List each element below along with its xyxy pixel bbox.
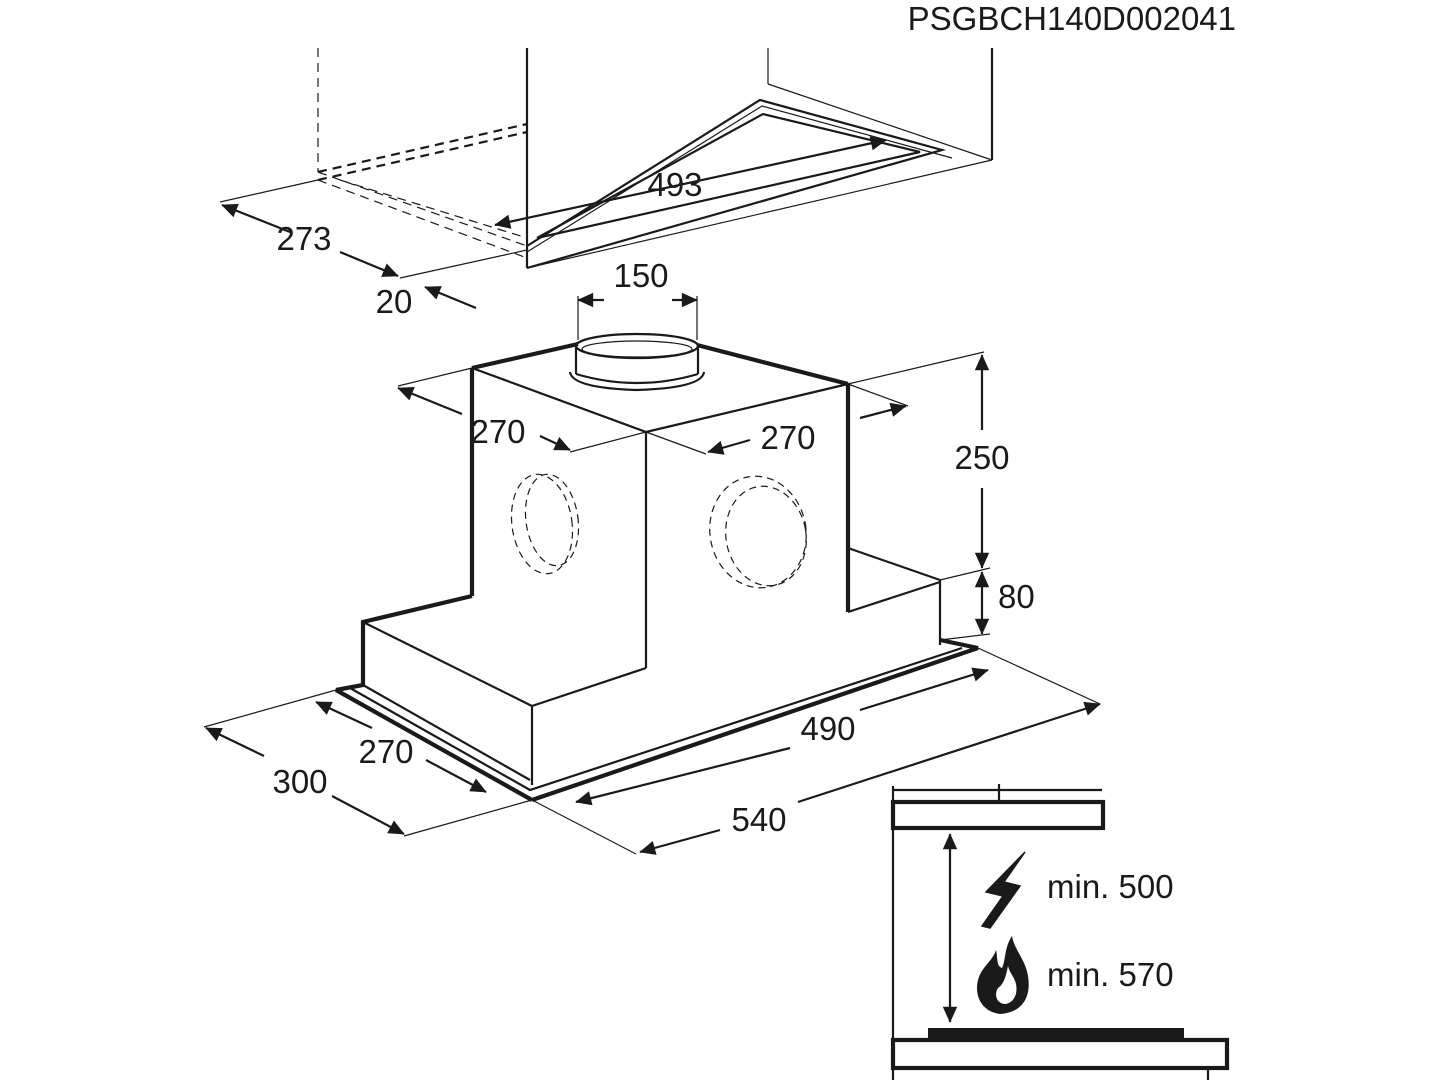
cutout-width-label: 493 xyxy=(647,166,702,203)
drawing-code: PSGBCH140D002041 xyxy=(908,0,1236,37)
gas-clearance-label: min. 570 xyxy=(1047,956,1174,993)
electric-clearance-label: min. 500 xyxy=(1047,868,1174,905)
inner-width-label: 490 xyxy=(800,710,855,747)
motor-width-label: 270 xyxy=(470,413,525,450)
lightning-icon xyxy=(980,851,1026,929)
body-height-label: 80 xyxy=(998,578,1035,615)
outer-depth-label: 300 xyxy=(272,763,327,800)
motor-height-label: 250 xyxy=(954,439,1009,476)
flame-icon xyxy=(976,936,1029,1014)
cabinet-cutout xyxy=(219,48,994,310)
cutout-offset-label: 20 xyxy=(376,283,413,320)
worktop xyxy=(890,1037,1230,1071)
clearance-inset xyxy=(890,784,1230,1080)
motor-depth-label: 270 xyxy=(760,419,815,456)
outer-width-label: 540 xyxy=(731,801,786,838)
hood-dimension-lines xyxy=(203,292,1101,855)
duct-diameter-label: 150 xyxy=(613,257,668,294)
hob-plate xyxy=(928,1028,1184,1038)
hood-unit xyxy=(334,332,979,802)
inner-depth-label: 270 xyxy=(358,733,413,770)
cutout-depth-label: 273 xyxy=(276,220,331,257)
